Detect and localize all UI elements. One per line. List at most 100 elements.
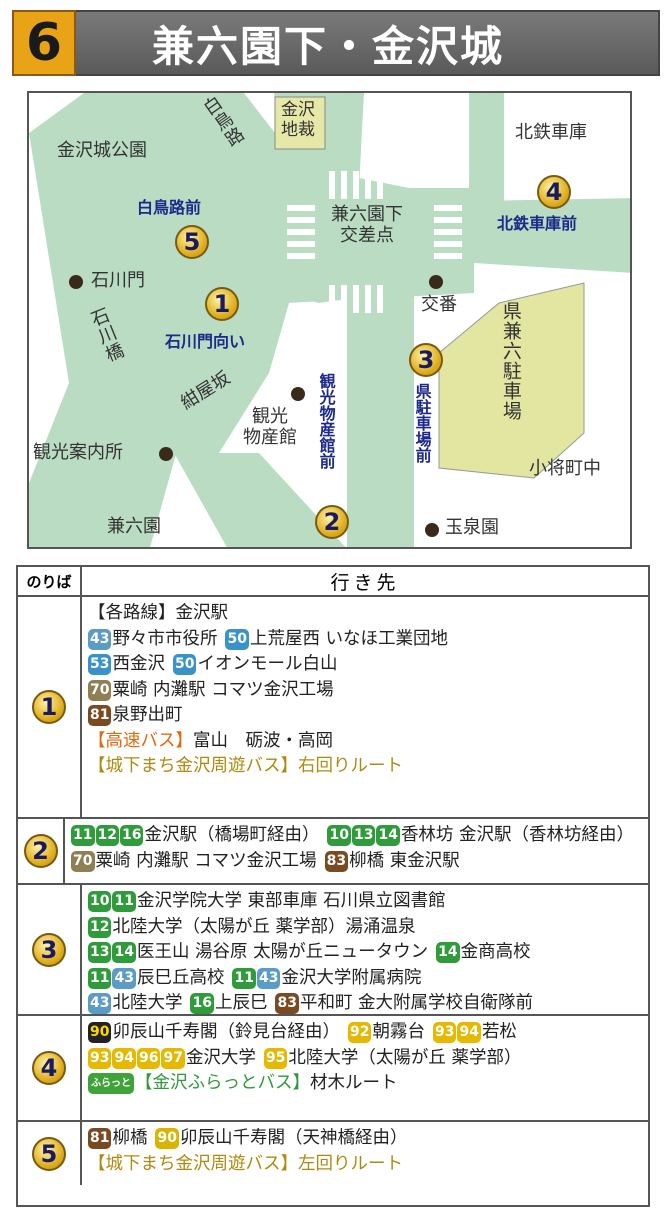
stop-cell: 1 [18, 597, 82, 817]
header-destination: 行き先 [330, 571, 400, 594]
stop-cell: 2 [18, 819, 66, 883]
destination-text: 金沢学院大学 東部車庫 石川県立図書館 [136, 891, 446, 911]
destination-text: 香林坊 金沢駅（香林坊経由） [400, 825, 634, 845]
stop-4-label: 北鉄車庫前 [497, 214, 578, 233]
route-number-badge: 83 [275, 993, 299, 1015]
kanazawajo-park-label: 金沢城公園 [57, 140, 147, 161]
destination-text: 泉野出町 [112, 705, 183, 725]
kanko-bussankan-label: 観光 物産館 [243, 406, 297, 448]
kenrokuen-label: 兼六園 [107, 516, 161, 537]
route-entry: 【高速バス】富山 砺波・高岡 [88, 729, 333, 755]
destination-text: 朝霧台 [372, 1022, 425, 1042]
route-number-badge: 12 [88, 916, 112, 938]
stop-1-label: 石川門向い [165, 332, 246, 351]
stop-2-label: 観光物産館前 [316, 373, 336, 469]
destination-text: 医王山 湯谷原 太陽が丘ニュータウン [136, 942, 429, 962]
destination-text: 北陸大学（太陽が丘 薬学部） [288, 1047, 522, 1068]
stop-5-marker[interactable]: 5 [175, 225, 209, 259]
route-number-badge: 94 [112, 1047, 136, 1069]
kanko-annaisho-marker [159, 447, 173, 461]
courthouse-label: 金沢 地裁 [281, 100, 315, 140]
destination-text: 柳橋 [112, 1128, 148, 1148]
destination-text: 金沢大学附属病院 [281, 967, 422, 988]
route-number-badge: 11 [88, 967, 112, 989]
table-header: のりば 行き先 [18, 567, 648, 597]
destination-text: 金商高校 [460, 942, 531, 962]
route-number-badge: 50 [172, 654, 197, 676]
stop-2-marker[interactable]: 2 [315, 505, 349, 539]
route-number-badge: 16 [120, 825, 144, 847]
destination-text: 野々市市役所 [112, 628, 218, 649]
route-number-badge: 93 [432, 1022, 457, 1044]
ishikawa-mon-marker [69, 275, 83, 289]
stop-1-marker[interactable]: 1 [205, 287, 239, 321]
stop-3-marker[interactable]: 3 [409, 343, 443, 377]
parking-lot-label: 県兼六駐車場 [499, 301, 522, 421]
destination-line: 【高速バス】富山 砺波・高岡 [88, 729, 642, 755]
destination-text: 【各路線】金沢駅 [88, 603, 228, 623]
route-number-badge: 43 [112, 967, 136, 989]
destination-line: 【城下まち金沢周遊バス】右回りルート [88, 754, 642, 780]
route-number-badge: 90 [88, 1022, 112, 1044]
kanko-bussankan-marker [291, 387, 305, 401]
route-number-badge: 93 [88, 1047, 112, 1069]
destination-text: 西金沢 [112, 654, 165, 674]
stop-4-marker[interactable]: 4 [537, 175, 571, 209]
route-entry: 【城下まち金沢周遊バス】左回りルート [88, 1152, 403, 1178]
destination-text: イオンモール白山 [197, 654, 338, 674]
route-number-badge: 83 [324, 850, 349, 872]
destination-text: 卯辰山千寿閣（天神橋経由） [179, 1128, 408, 1148]
destination-text: 上荒屋西 いなほ工業団地 [249, 628, 449, 649]
destination-text: 上辰巳 [214, 993, 268, 1013]
stop-3-label: 県駐車場前 [412, 383, 432, 463]
stop-group-number: 6 [12, 10, 76, 76]
stop-5-label: 白鳥路前 [137, 198, 202, 217]
destination-text: 柳橋 東金沢駅 [349, 850, 460, 871]
route-number-badge: 97 [161, 1047, 185, 1069]
route-number-badge: ふらっと [88, 1073, 134, 1095]
destination-line: ふらっと【金沢ふらっとバス】材木ルート [88, 1071, 642, 1097]
route-number-badge: 14 [436, 942, 460, 964]
kosho-machi-label: 小将町中 [529, 458, 601, 479]
koban-label: 交番 [421, 294, 457, 315]
header-bar: 6 兼六園下・金沢城 [12, 10, 660, 76]
route-category: 【城下まち金沢周遊バス】 [88, 756, 298, 776]
destination-text: 辰巳丘高校 [136, 967, 225, 988]
route-number-badge: 10 [327, 825, 351, 847]
gyokusen-en-marker [425, 523, 439, 537]
stop-number-badge: 3 [32, 932, 66, 967]
destination-text: 富山 砺波・高岡 [193, 730, 333, 751]
stop-number-badge: 5 [32, 1136, 66, 1171]
route-number-badge: 90 [155, 1128, 179, 1150]
route-number-badge: 10 [88, 891, 112, 913]
